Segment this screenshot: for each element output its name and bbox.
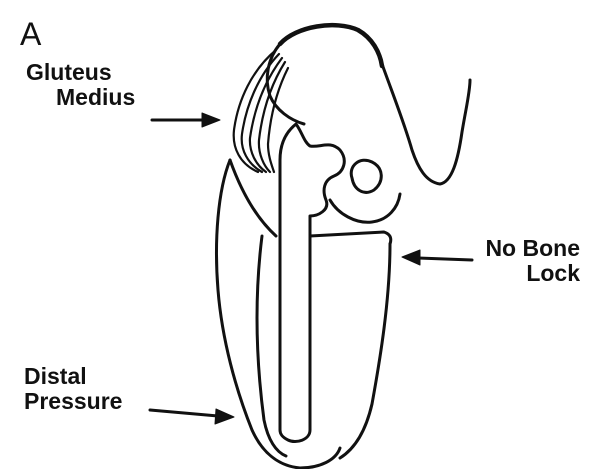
arrow-gluteus-medius (152, 113, 220, 127)
label-gluteus-medius: Gluteus Medius (26, 60, 135, 110)
socket-inner-wall (257, 236, 286, 456)
arrow-distal-pressure (150, 409, 234, 424)
pelvis-outline (382, 64, 470, 184)
socket-outer-wall (217, 160, 341, 468)
label-gluteus-medius-line-1: Gluteus (26, 60, 135, 85)
label-no-bone-lock-line-2: Lock (470, 261, 580, 286)
label-no-bone-lock-line-1: No Bone (470, 236, 580, 261)
label-gluteus-medius-line-2: Medius (26, 85, 135, 110)
label-distal-pressure: Distal Pressure (24, 364, 122, 414)
panel-label: A (20, 18, 41, 50)
label-distal-pressure-line-2: Pressure (24, 389, 122, 414)
socket-medial-wall (340, 244, 390, 458)
label-no-bone-lock: No Bone Lock (470, 236, 580, 286)
arrow-no-bone-lock (402, 250, 472, 265)
label-distal-pressure-line-1: Distal (24, 364, 122, 389)
ischium-fragment (351, 160, 381, 192)
ischial-tuberosity (330, 194, 400, 222)
acetabulum-rim (280, 25, 382, 66)
femur (280, 124, 344, 442)
socket-brim (310, 232, 391, 244)
